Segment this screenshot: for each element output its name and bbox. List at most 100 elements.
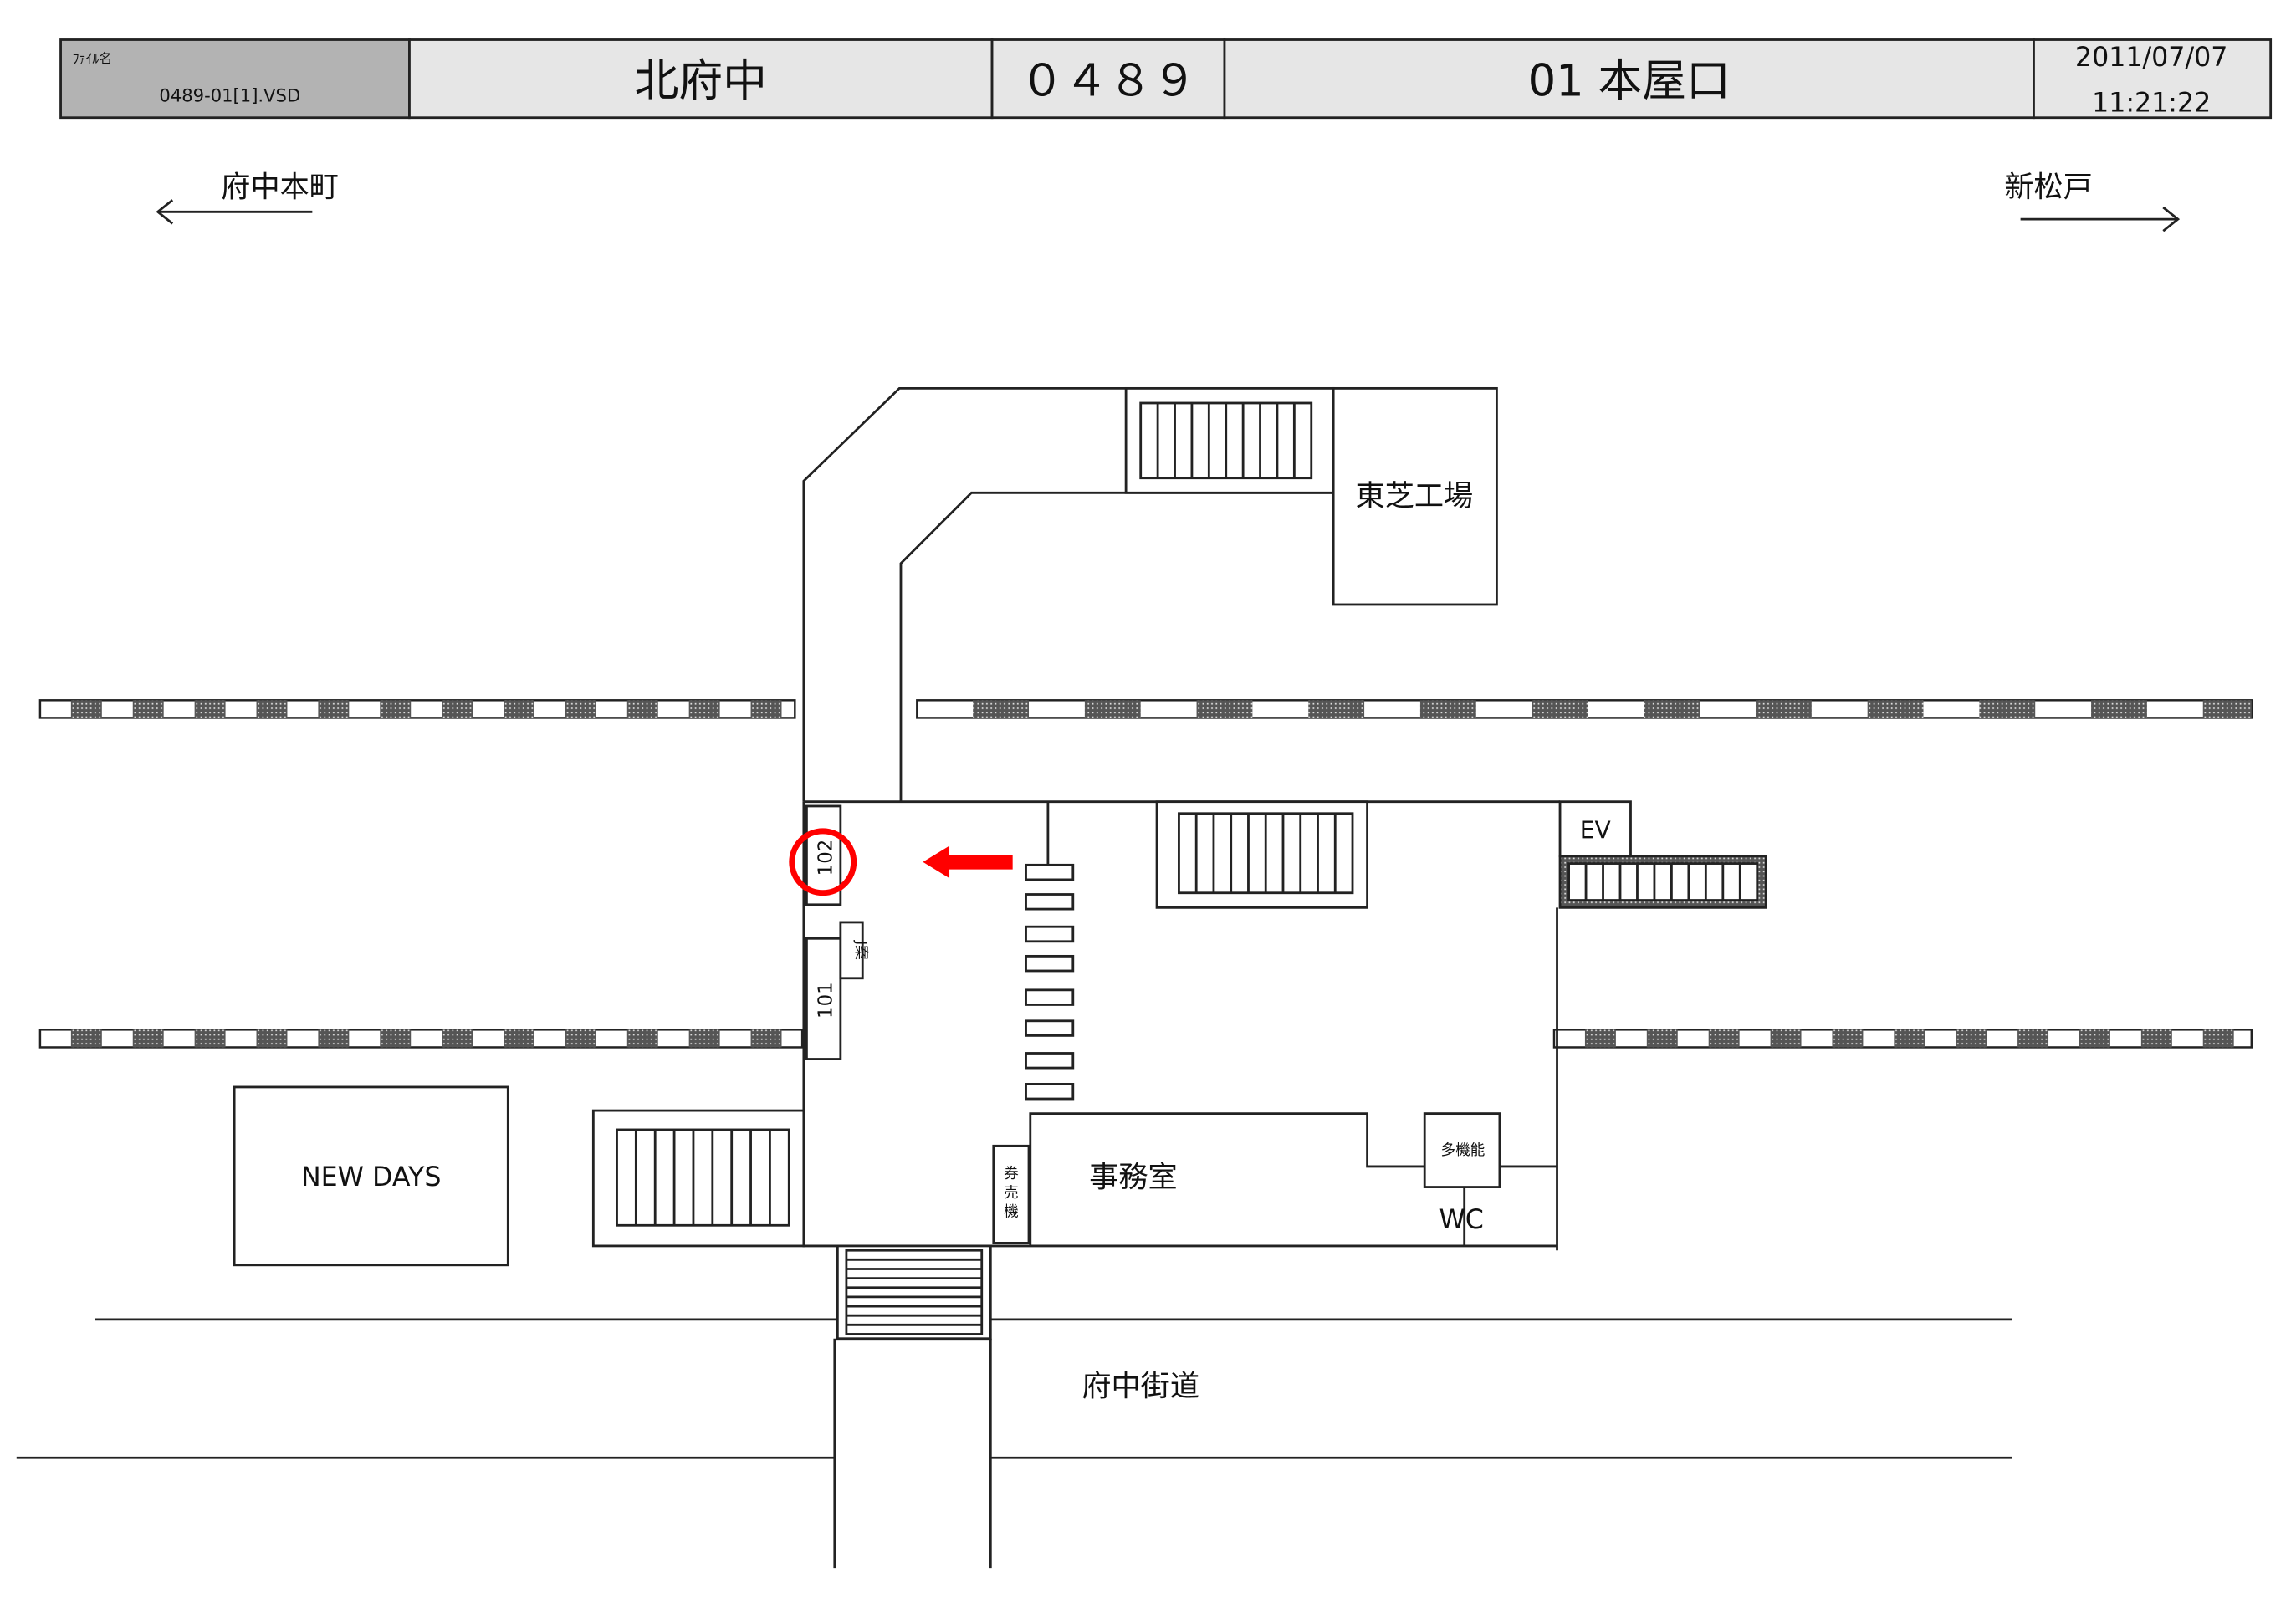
toshiba-label: 東芝工場 <box>1356 479 1474 513</box>
left-arrow-icon <box>156 199 313 225</box>
exit-name: 01 本屋口 <box>1528 55 1731 106</box>
track-segment <box>750 700 782 718</box>
track-segment <box>2079 1029 2110 1048</box>
track-segment <box>504 1029 534 1048</box>
ticket-gate <box>1025 1083 1075 1101</box>
track-segment <box>442 700 473 718</box>
ticket-machine <box>992 1144 1030 1244</box>
track-segment <box>2017 1029 2049 1048</box>
track-segment <box>973 700 1030 718</box>
new-days-label: NEW DAYS <box>301 1162 441 1192</box>
ticket-machine-label: 券 <box>1004 1166 1019 1182</box>
track-segment <box>1770 1029 1802 1048</box>
ticket-gate <box>1025 1052 1075 1070</box>
track-segment <box>1532 700 1588 718</box>
elevator-label: EV <box>1580 817 1611 845</box>
ticket-gate <box>1025 1019 1075 1037</box>
direction-right-label: 新松戸 <box>2004 171 2093 205</box>
gate-101-label: 101 <box>815 982 836 1019</box>
track-segment <box>256 700 288 718</box>
track-segment <box>1646 1029 1678 1048</box>
track-segment <box>2202 700 2252 718</box>
track-segment <box>256 1029 288 1048</box>
new-days-shop <box>233 1085 509 1267</box>
track-segment <box>70 1029 102 1048</box>
track-segment <box>132 700 164 718</box>
track-segment <box>1979 700 2036 718</box>
office-label: 事務室 <box>1089 1161 1178 1195</box>
track-segment <box>565 700 596 718</box>
wc-label: WC <box>1439 1205 1483 1235</box>
track <box>38 1029 804 1049</box>
track-segment <box>626 1029 658 1048</box>
track-segment <box>194 700 226 718</box>
track-segment <box>565 1029 596 1048</box>
info-label: J案 <box>852 940 869 960</box>
track-segment <box>688 700 720 718</box>
info-board <box>839 921 864 980</box>
gate-101 <box>805 937 842 1060</box>
track-segment <box>194 1029 226 1048</box>
gate-102-label: 102 <box>815 840 836 876</box>
stairs-right <box>1558 855 1767 909</box>
ticket-gates <box>1025 863 1075 1101</box>
stairs-middle <box>1155 800 1369 909</box>
office-walls <box>1029 1112 1557 1246</box>
ticket-gate <box>1025 988 1075 1006</box>
multi-toilet-label: 多機能 <box>1441 1142 1485 1159</box>
corridor-outer-wall <box>802 386 1127 802</box>
time: 11:21:22 <box>2092 89 2211 119</box>
multi-toilet <box>1423 1112 1501 1188</box>
ticket-machine-label: 売 <box>1004 1185 1019 1202</box>
ticket-gate <box>1025 954 1075 973</box>
track-segment <box>380 1029 412 1048</box>
track-segment <box>626 700 658 718</box>
stairs-top <box>1124 386 1335 494</box>
track-segment <box>504 700 534 718</box>
track-segment <box>1708 1029 1740 1048</box>
station-code: ０４８９ <box>1020 55 1196 106</box>
track-segment <box>1832 1029 1864 1048</box>
track-segment <box>1308 700 1365 718</box>
track-segment <box>1956 1029 1987 1048</box>
track-segment <box>132 1029 164 1048</box>
track-segment <box>688 1029 720 1048</box>
track-segment <box>70 700 102 718</box>
right-arrow-icon <box>2020 206 2181 232</box>
track-segment <box>318 1029 350 1048</box>
toshiba-factory <box>1332 386 1498 606</box>
railway-tracks <box>38 699 2253 1049</box>
road-lines <box>16 1318 2012 1569</box>
track-segment <box>1644 700 1700 718</box>
track-segment <box>2202 1029 2234 1048</box>
track-segment <box>1755 700 1812 718</box>
ticket-gate <box>1025 925 1075 943</box>
track-segment <box>1584 1029 1616 1048</box>
track-segment <box>2091 700 2147 718</box>
track <box>38 699 796 719</box>
track-segment <box>1867 700 1924 718</box>
track-segment <box>2140 1029 2172 1048</box>
highlight-circle <box>789 828 857 896</box>
track-segment <box>1419 700 1476 718</box>
red-arrow-icon <box>923 845 1013 879</box>
track-segment <box>1084 700 1141 718</box>
track-segment <box>1894 1029 1925 1048</box>
corridor-inner-wall <box>899 491 1334 802</box>
ticket-gate <box>1025 863 1075 881</box>
ticket-machine-label: 機 <box>1004 1204 1019 1221</box>
header-bar: ﾌｧｲﾙ名 0489-01[1].VSD 北府中 ０４８９ 01 本屋口 201… <box>59 38 2273 120</box>
track-segment <box>380 700 412 718</box>
entrance-stairs <box>836 1244 992 1341</box>
stairs-left <box>591 1109 805 1248</box>
track-segment <box>750 1029 782 1048</box>
direction-left-label: 府中本町 <box>221 171 339 205</box>
track-segment <box>442 1029 473 1048</box>
track-segment <box>318 700 350 718</box>
road-label: 府中街道 <box>1082 1369 1199 1403</box>
ticket-gate <box>1025 893 1075 911</box>
file-name: 0489-01[1].VSD <box>159 84 300 105</box>
date: 2011/07/07 <box>2075 43 2227 73</box>
track-segment <box>1196 700 1253 718</box>
